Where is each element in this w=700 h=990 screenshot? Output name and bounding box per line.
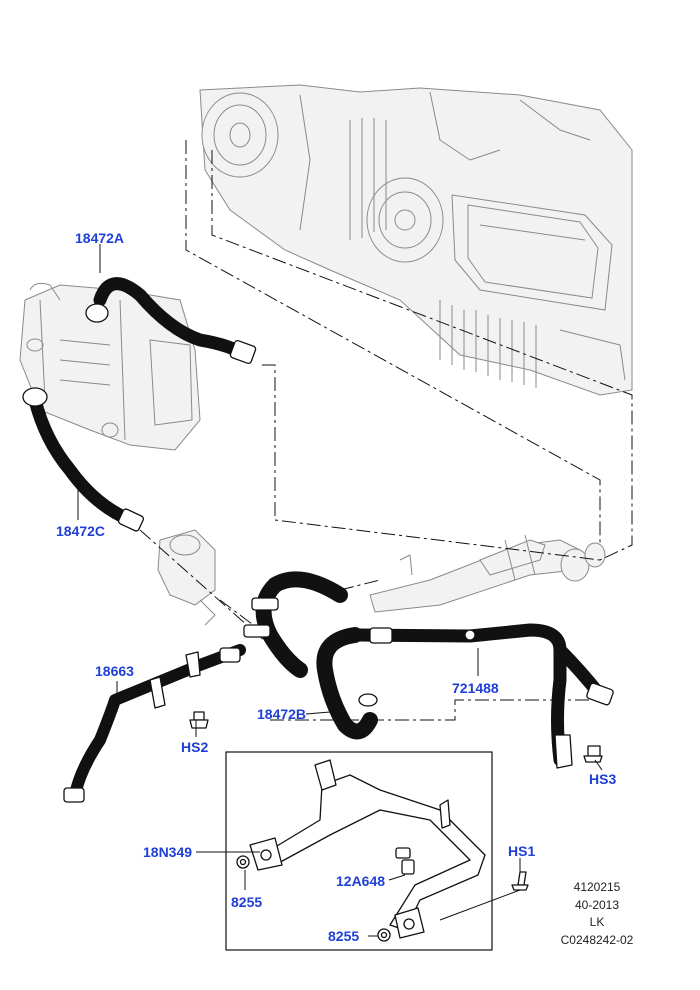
bolt-HS1 [511,871,529,891]
callout-HS1: HS1 [508,843,535,859]
footer-line-3: LK [590,915,605,929]
coolant-pump [157,529,216,626]
callout-8255-bottom: 8255 [328,928,359,944]
hose-18472B [243,571,378,740]
clip-8255-bottom [377,928,391,942]
callout-18472B: 18472B [257,706,306,722]
heater-core-pipes [369,534,606,613]
footer-line-2: 40-2013 [575,898,619,912]
callout-18472A: 18472A [75,230,124,246]
bolt-HS3 [583,745,603,763]
callout-8255-left: 8255 [231,894,262,910]
hose-18472C [22,387,145,532]
clip-8255-left [236,855,250,869]
callout-HS2: HS2 [181,739,208,755]
callout-HS3: HS3 [589,771,616,787]
pipe-18663 [63,644,246,803]
callout-18N349: 18N349 [143,844,192,860]
inset-frame [225,751,493,951]
pipe-721488 [353,623,614,769]
callout-12A648: 12A648 [336,873,385,889]
callout-18663: 18663 [95,663,134,679]
callout-721488: 721488 [452,680,499,696]
hose-18472A [85,277,257,365]
bracket-assembly-18N349 [249,759,486,939]
hvac-housing [199,84,633,396]
callout-18472C: 18472C [56,523,105,539]
bolt-HS2 [189,711,209,729]
footer-line-4: C0248242-02 [561,933,634,947]
sensor-12A648 [395,847,415,875]
footer-line-1: 4120215 [574,880,621,894]
leader-lines [77,244,603,937]
auxiliary-heater [19,282,201,451]
